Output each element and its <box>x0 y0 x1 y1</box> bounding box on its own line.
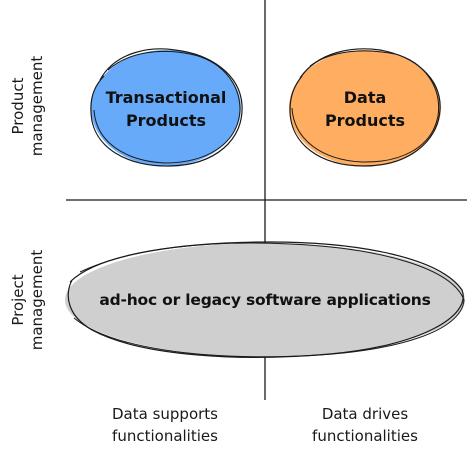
data-products-bubble-outline-2 <box>291 50 440 163</box>
column-label-data-supports: Data supports functionalities <box>80 403 250 447</box>
transactional-bubble-fill <box>91 50 241 166</box>
data-products-label-line1: Data <box>343 88 387 107</box>
column-label-data-drives: Data drives functionalities <box>280 403 450 447</box>
row-label-project-line1: Project <box>9 274 27 326</box>
data-products-bubble-outline <box>289 48 441 167</box>
column-label-left-line1: Data supports <box>112 405 218 423</box>
column-label-right-line2: functionalities <box>312 427 418 445</box>
transactional-bubble-outline-2 <box>93 50 241 164</box>
legacy-label-text: ad-hoc or legacy software applications <box>99 291 431 309</box>
legacy-bubble-outline-2 <box>73 242 465 358</box>
data-products-bubble <box>289 48 441 167</box>
row-label-product-line1: Product <box>9 77 27 135</box>
column-label-right-line1: Data drives <box>321 405 409 423</box>
row-label-project-management: Project management <box>9 240 47 360</box>
data-products-label: Data Products <box>305 86 425 132</box>
legacy-applications-label: ad-hoc or legacy software applications <box>80 290 450 310</box>
transactional-products-label: Transactional Products <box>96 86 236 132</box>
legacy-applications-bubble <box>65 241 465 358</box>
row-label-product-management: Product management <box>9 46 47 166</box>
row-label-product-line2: management <box>28 55 46 157</box>
legacy-bubble-fill <box>65 243 465 357</box>
column-label-left-line2: functionalities <box>112 427 218 445</box>
transactional-products-bubble <box>90 48 243 167</box>
data-products-bubble-fill <box>289 50 441 166</box>
row-label-project-line2: management <box>28 249 46 351</box>
data-products-label-line2: Products <box>324 111 406 130</box>
transactional-bubble-outline <box>90 48 243 167</box>
transactional-label-line2: Products <box>125 111 207 130</box>
transactional-label-line1: Transactional <box>105 88 227 107</box>
